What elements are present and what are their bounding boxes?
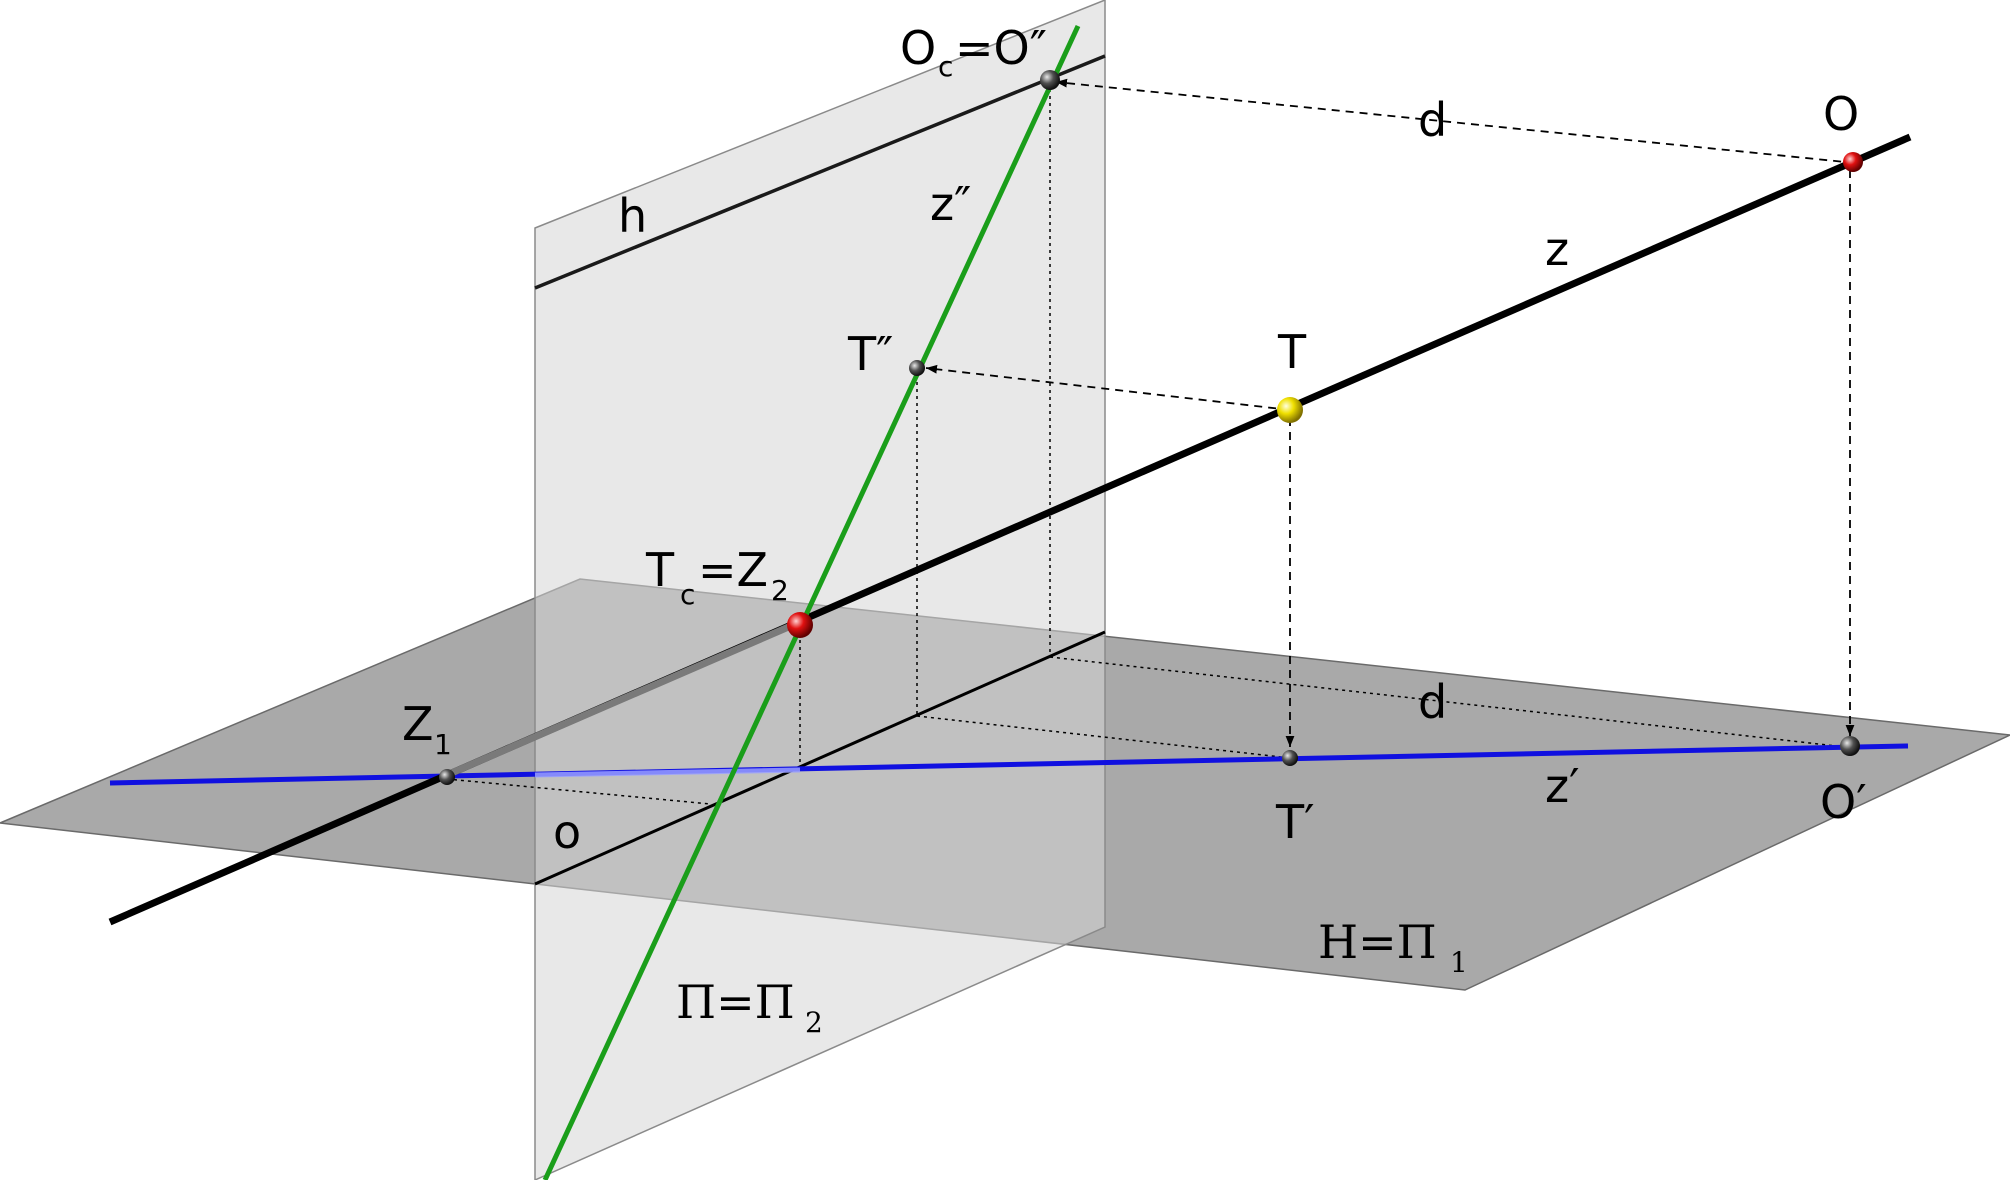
label-T-double-prime: T″: [847, 327, 893, 381]
point-Tc: [787, 612, 813, 638]
label-H-Pi1: H=Π 1: [1318, 915, 1468, 979]
line-z-double-prime: [542, 24, 1081, 1180]
label-Z1: Z 1: [402, 697, 452, 761]
point-O-prime: [1840, 736, 1860, 756]
svg-text:=Z: =Z: [698, 543, 768, 597]
line-z: [108, 133, 1912, 926]
label-O: O: [1823, 87, 1859, 141]
svg-text:O: O: [900, 21, 936, 75]
projector-T-to-Tdp: [925, 364, 1291, 411]
label-T: T: [1277, 325, 1307, 379]
projection-arrows: [925, 78, 1856, 747]
label-O-prime: O′: [1820, 775, 1867, 829]
svg-text:1: 1: [434, 728, 452, 761]
line-z-behind-plane: [445, 618, 802, 779]
point-O: [1843, 152, 1863, 172]
svg-text:=O″: =O″: [955, 21, 1047, 75]
label-d-top: d: [1418, 93, 1447, 147]
svg-text:Z: Z: [402, 697, 434, 751]
point-Z1: [439, 769, 455, 785]
line-z-prime-behind-plane: [534, 767, 801, 778]
svg-text:2: 2: [805, 1006, 823, 1039]
label-Pi-Pi2: Π=Π 2: [676, 975, 823, 1039]
projector-O-to-Oc: [1055, 78, 1856, 164]
svg-text:Π=Π: Π=Π: [676, 975, 795, 1029]
label-z: z: [1545, 222, 1569, 276]
point-Oc: [1040, 70, 1060, 90]
label-z-double-prime: z″: [930, 177, 971, 231]
point-T: [1277, 397, 1303, 423]
svg-text:1: 1: [1450, 946, 1468, 979]
axis-o: [534, 630, 1106, 886]
point-T-double-prime: [909, 360, 925, 376]
svg-text:H=Π: H=Π: [1318, 915, 1437, 969]
line-z-prime: [109, 743, 1909, 786]
svg-text:2: 2: [771, 574, 789, 607]
label-z-prime: z′: [1545, 759, 1580, 813]
label-d-bottom: d: [1418, 675, 1447, 729]
dotted-construction-lines: [446, 82, 1846, 805]
label-o: o: [553, 805, 581, 859]
point-T-prime: [1282, 750, 1298, 766]
label-Tc: T c =Z 2: [645, 543, 789, 611]
label-Oc: O c =O″: [900, 21, 1047, 83]
svg-text:T: T: [645, 543, 675, 597]
svg-text:c: c: [938, 50, 953, 83]
label-T-prime: T′: [1275, 795, 1315, 849]
label-h: h: [618, 189, 647, 243]
svg-text:c: c: [680, 578, 695, 611]
line-h: [534, 54, 1106, 290]
